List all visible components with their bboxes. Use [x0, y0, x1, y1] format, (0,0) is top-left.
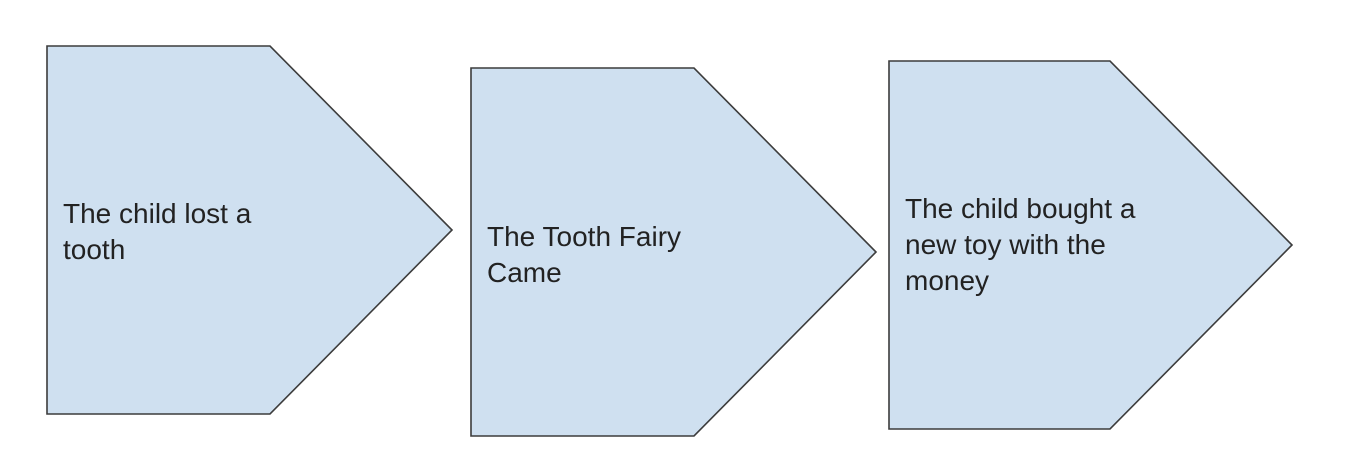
- step-1-chevron: [46, 45, 454, 415]
- step-2-chevron: [470, 67, 878, 437]
- step-3-label: The child bought a new toy with the mone…: [905, 193, 1136, 296]
- step-1-label: The child lost a tooth: [63, 198, 252, 265]
- step-2-label: The Tooth Fairy Came: [487, 221, 682, 288]
- step-3-chevron: [888, 60, 1294, 430]
